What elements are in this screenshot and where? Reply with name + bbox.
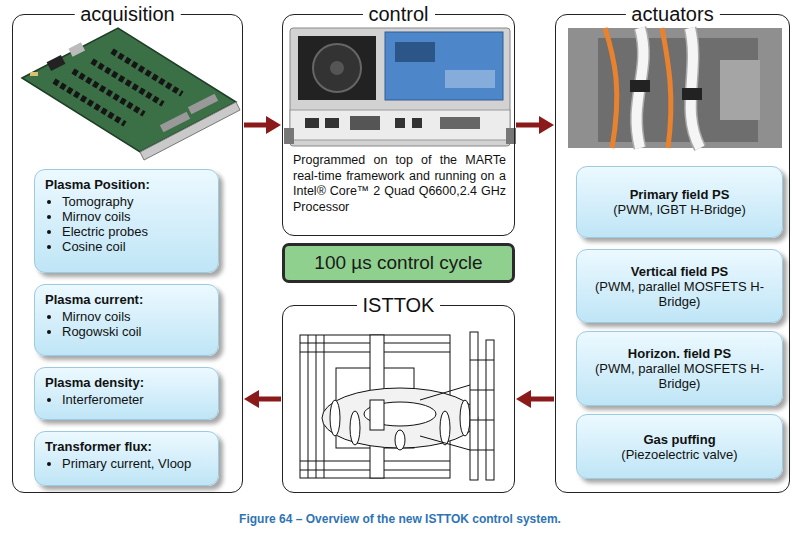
list-item: Electric probes [62,224,208,239]
box-heading: Horizon. field PS [628,346,731,361]
panel-frame: acquisitionPlasma Position:TomographyMir… [12,14,243,493]
box-heading: Primary field PS [630,187,730,202]
bullet-list: Interferometer [45,392,208,407]
group-heading: Plasma current: [45,292,208,307]
signal-box: Plasma density: Interferometer [34,367,219,420]
bullet-list: Mirnov coilsRogowski coil [45,309,208,339]
flow-arrow [516,116,554,134]
list-item: Cosine coil [62,239,208,254]
panel-frame: controlProgrammed on top of the MARTe re… [282,14,515,236]
box-heading: Gas puffing [643,432,715,447]
box-detail: (PWM, IGBT H-Bridge) [613,202,746,217]
box-detail: (PWM, parallel MOSFETS H-Bridge) [587,361,772,391]
actuator-box: Gas puffing(Piezoelectric valve) [576,414,783,479]
group-heading: Transformer flux: [45,439,208,454]
panel-title: acquisition [74,2,181,26]
list-item: Mirnov coils [62,309,208,324]
actuator-box: Horizon. field PS(PWM, parallel MOSFETS … [576,331,783,406]
actuator-box: Primary field PS(PWM, IGBT H-Bridge) [576,166,783,238]
description-text: Programmed on top of the MARTe real-time… [293,153,506,215]
flow-arrow [244,116,281,134]
box-label: 100 µs control cycle [314,252,482,274]
panel-frame: ISTTOK [282,305,515,493]
list-item: Mirnov coils [62,209,208,224]
panel-title: control [362,2,434,26]
panel-title: actuators [625,2,719,26]
list-item: Tomography [62,194,208,209]
signal-box: Transformer flux: Primary current, Vloop [34,431,219,486]
panel-title: ISTTOK [357,293,441,317]
panel-frame: actuatorsPrimary field PS(PWM, IGBT H-Br… [555,14,790,493]
signal-box: Plasma current: Mirnov coilsRogowski coil [34,284,219,356]
cycle-box: 100 µs control cycle [282,243,515,283]
box-detail: (Piezoelectric valve) [621,447,737,462]
group-heading: Plasma Position: [45,177,208,192]
figure-caption: Figure 64 – Overview of the new ISTTOK c… [0,512,800,526]
bullet-list: TomographyMirnov coilsElectric probesCos… [45,194,208,254]
actuator-box: Vertical field PS(PWM, parallel MOSFETS … [576,249,783,323]
flow-arrow [244,390,281,408]
box-heading: Vertical field PS [631,264,729,279]
list-item: Primary current, Vloop [62,456,208,471]
box-detail: (PWM, parallel MOSFETS H-Bridge) [587,279,772,309]
flow-arrow [516,390,554,408]
list-item: Interferometer [62,392,208,407]
signal-box: Plasma Position: TomographyMirnov coilsEl… [34,169,219,273]
group-heading: Plasma density: [45,375,208,390]
bullet-list: Primary current, Vloop [45,456,208,471]
list-item: Rogowski coil [62,324,208,339]
